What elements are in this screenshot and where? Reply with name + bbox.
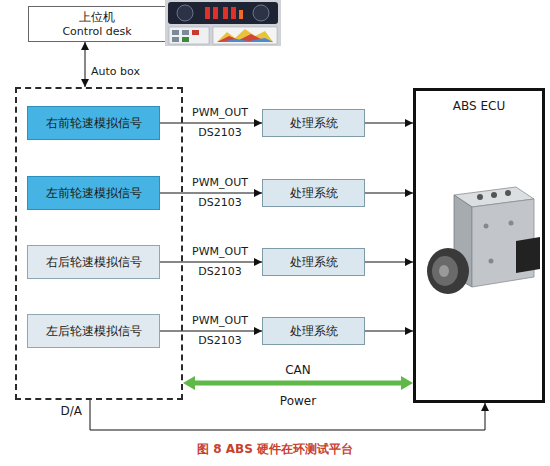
plot-area: [217, 29, 273, 42]
port: [505, 190, 511, 196]
connector-arrow: [365, 331, 413, 332]
node-label: 右前轮速模拟信号: [46, 116, 142, 131]
node-label: 右后轮速模拟信号: [46, 255, 142, 270]
connector-arrow: [85, 42, 86, 87]
figure-caption: 图 8 ABS 硬件在环测试平台: [0, 442, 550, 456]
plot-area: [221, 38, 273, 42]
signal-label: PWM_OUT DS2103: [185, 103, 255, 143]
node-label: ABS ECU: [453, 99, 505, 114]
control-desk-screenshot: [165, 0, 281, 46]
gauge: [253, 5, 269, 21]
host-box: 上位机Control desk: [28, 6, 165, 42]
node-label: 上位机: [79, 10, 115, 25]
bus-arrow: [189, 381, 407, 386]
connector-block: [516, 237, 540, 273]
node-label: 左后轮速模拟信号: [46, 324, 142, 339]
motor-hub: [439, 265, 449, 277]
red-digit: [223, 7, 228, 19]
red-digit: [231, 7, 236, 19]
node-label: 处理系统: [290, 255, 338, 270]
node-label: 处理系统: [290, 324, 338, 339]
button: [192, 30, 199, 35]
red-digit: [239, 10, 243, 19]
connector-arrow: [365, 193, 413, 194]
screen-ground: [165, 0, 281, 46]
signal-box: 左前轮速模拟信号: [27, 176, 160, 210]
connector-arrow: [160, 193, 262, 194]
ecu-box: ABS ECU: [413, 88, 545, 403]
gauge: [177, 5, 193, 21]
signal-label: PWM_OUT DS2103: [185, 311, 255, 351]
red-digit: [205, 7, 210, 19]
plot-area: [217, 34, 273, 42]
button: [172, 37, 179, 42]
connector-arrow: [365, 123, 413, 124]
connector-arrow: [160, 331, 262, 332]
signal-box: 左后轮速模拟信号: [27, 314, 160, 348]
button-panel: [169, 27, 209, 44]
node-label: Control desk: [62, 25, 131, 39]
button: [182, 37, 189, 42]
dash-panel: [168, 2, 278, 24]
port: [491, 192, 497, 198]
signal-label: PWM_OUT DS2103: [185, 242, 255, 282]
port: [477, 194, 483, 200]
bus-label: D/A: [61, 404, 83, 418]
connector-arrow: [160, 123, 262, 124]
red-digit: [213, 7, 218, 19]
button: [182, 30, 189, 35]
region-heading: Auto box: [91, 65, 140, 79]
node-label: 处理系统: [290, 116, 338, 131]
signal-box: 右后轮速模拟信号: [27, 245, 160, 279]
node-label: 左前轮速模拟信号: [46, 186, 142, 201]
abs-unit-illustration: [416, 91, 542, 400]
connector-arrow: [365, 262, 413, 263]
plot-panel: [213, 27, 277, 44]
motor: [427, 248, 469, 294]
autobox-region: Auto box右前轮速模拟信号左前轮速模拟信号右后轮速模拟信号左后轮速模拟信号: [15, 87, 183, 400]
line-label: Power: [280, 394, 316, 408]
connector-arrow: [160, 262, 262, 263]
bolt: [489, 259, 494, 264]
bus-label: CAN: [285, 363, 311, 377]
signal-box: 右前轮速模拟信号: [27, 106, 160, 140]
bolt: [509, 221, 514, 226]
signal-label: PWM_OUT DS2103: [185, 173, 255, 213]
motor-face: [432, 256, 458, 286]
process-box: 处理系统: [262, 109, 365, 137]
button: [172, 30, 179, 35]
process-box: 处理系统: [262, 248, 365, 276]
process-box: 处理系统: [262, 317, 365, 345]
process-box: 处理系统: [262, 179, 365, 207]
node-label: 处理系统: [290, 186, 338, 201]
bolt: [484, 224, 489, 229]
